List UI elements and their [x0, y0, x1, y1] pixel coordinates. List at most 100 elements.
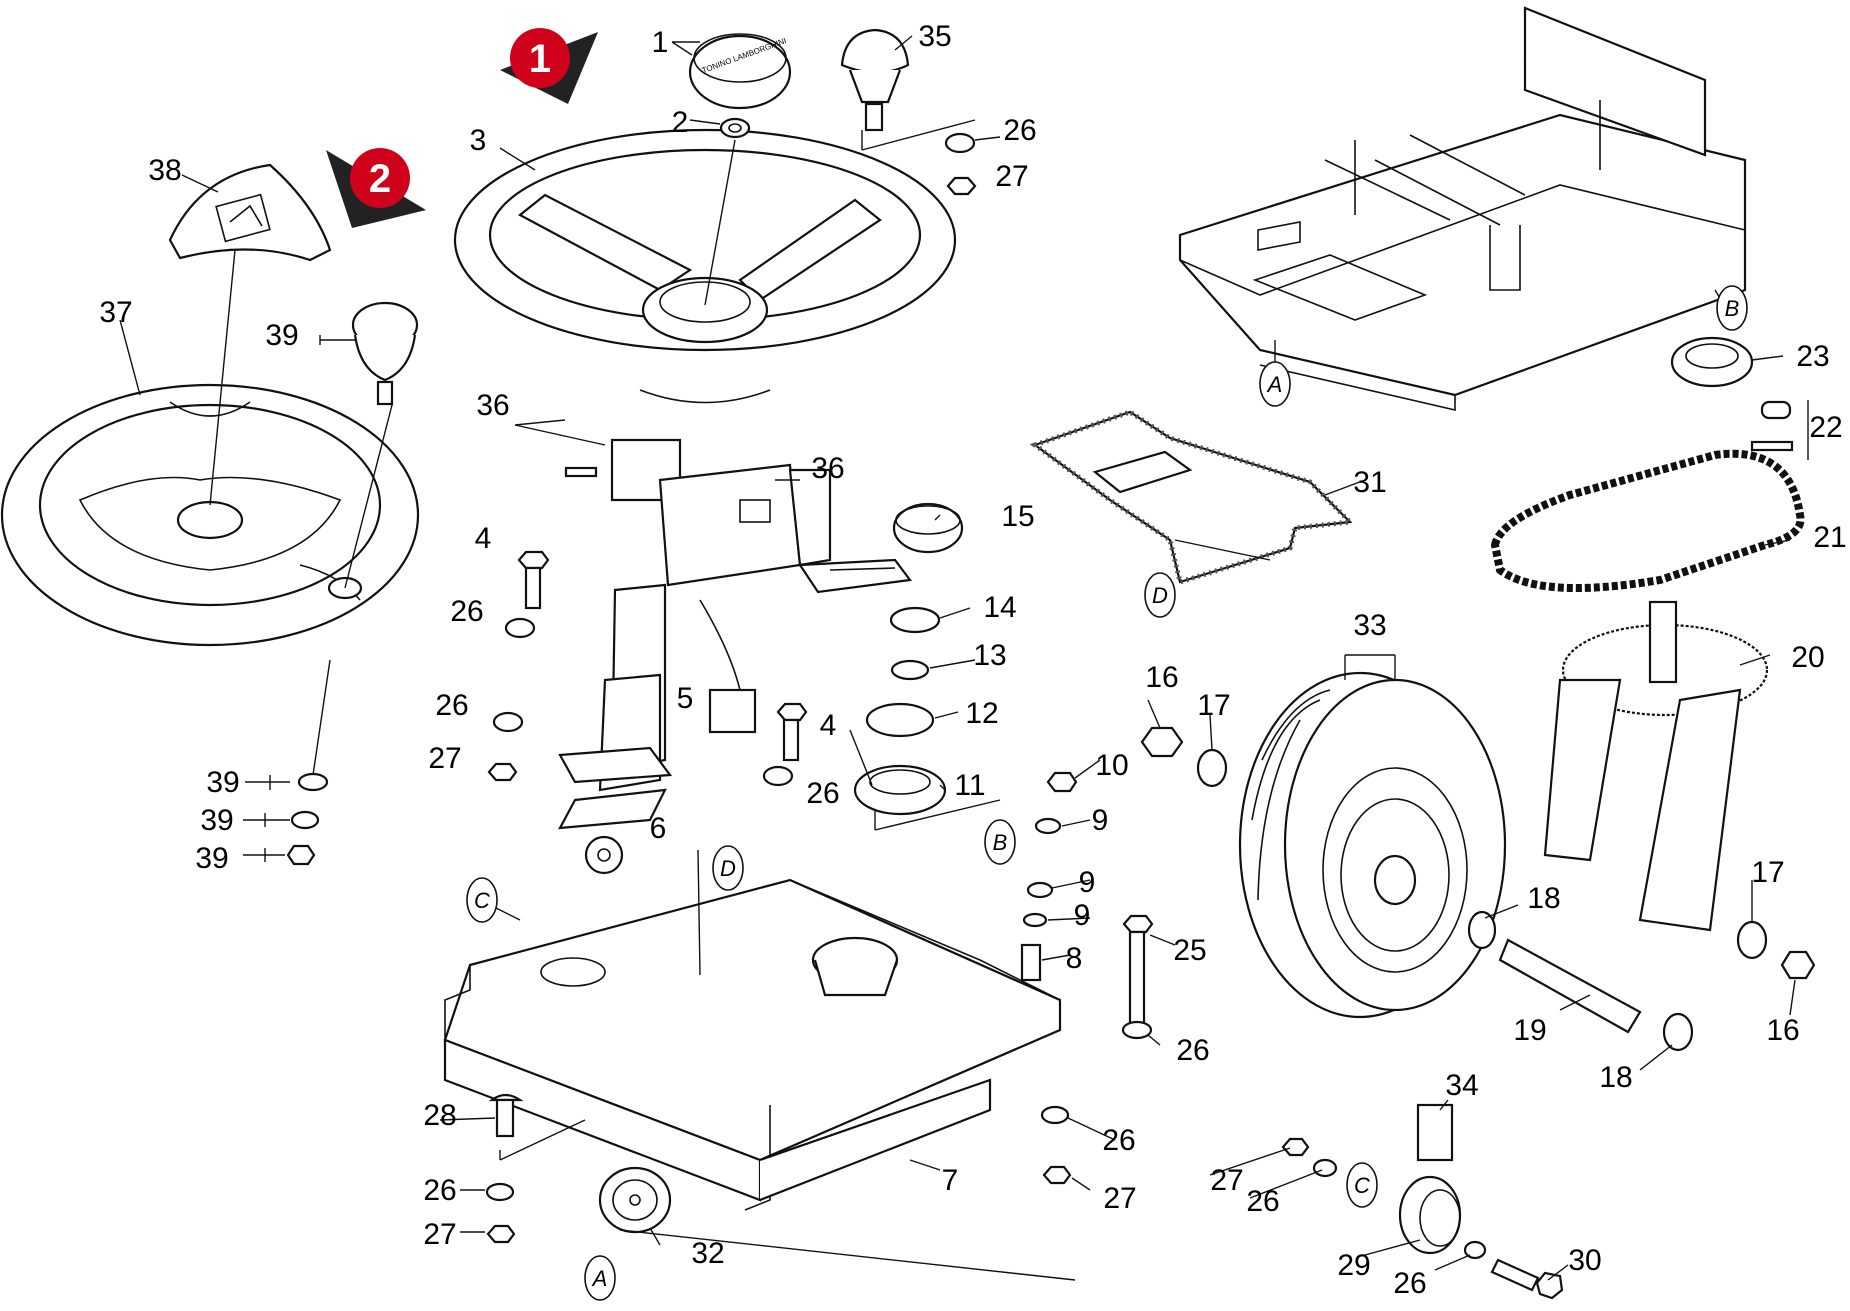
- washer: [1467, 910, 1497, 950]
- floor-mat: [1029, 409, 1356, 586]
- steering-column: [558, 438, 913, 830]
- spacer: [865, 702, 935, 738]
- long-bolt: [1122, 914, 1154, 1026]
- washer: [890, 659, 930, 681]
- nut: [1046, 771, 1078, 793]
- spinner-knob: [840, 28, 910, 132]
- callout-5: 5: [677, 682, 694, 715]
- washer: [504, 617, 536, 639]
- callout-29: 29: [1337, 1249, 1370, 1282]
- bolt: [517, 550, 550, 610]
- callout-36: 36: [811, 452, 844, 485]
- callout-26: 26: [450, 595, 483, 628]
- callout-27: 27: [1103, 1182, 1136, 1215]
- washer: [1196, 748, 1228, 788]
- washer: [944, 132, 976, 154]
- callout-36: 36: [476, 389, 509, 422]
- hex-nut: [946, 176, 977, 196]
- chassis-frame: [1178, 6, 1747, 412]
- callout-26: 26: [1393, 1267, 1426, 1300]
- washer: [1022, 912, 1048, 928]
- callout-16: 16: [1145, 661, 1178, 694]
- hex-nut: [1042, 1165, 1072, 1185]
- hex-nut: [487, 762, 518, 782]
- callout-21: 21: [1813, 521, 1846, 554]
- washer: [1121, 1020, 1153, 1040]
- svg-text:2: 2: [369, 157, 391, 201]
- callout-27: 27: [423, 1218, 456, 1251]
- steering-cover: [168, 163, 332, 262]
- hex-nut: [286, 844, 316, 866]
- callout-18: 18: [1527, 882, 1560, 915]
- callout-4: 4: [475, 522, 492, 555]
- washer: [492, 711, 524, 733]
- pinion-gear: [584, 835, 624, 875]
- callout-2: 2: [672, 106, 689, 139]
- callout-labels: 1 2 3 35 26 27 38 37 39 36 36 4 26 26 27…: [99, 20, 1846, 1300]
- callout-26: 26: [423, 1174, 456, 1207]
- callout-6: 6: [650, 812, 667, 845]
- callout-22: 22: [1809, 411, 1842, 444]
- rear-wheel: [1238, 671, 1507, 1019]
- callout-26: 26: [806, 777, 839, 810]
- nut: [1780, 950, 1816, 980]
- washer: [1312, 1158, 1338, 1178]
- modern-knob: [351, 301, 419, 406]
- reference-markers: A B D B D C C A: [466, 285, 1748, 1301]
- bearing: [853, 764, 947, 816]
- view-marker-1: 1: [500, 28, 598, 104]
- callout-8: 8: [1066, 942, 1083, 975]
- chain-link: [1750, 400, 1794, 452]
- drive-chain: [1490, 449, 1805, 592]
- callout-19: 19: [1513, 1014, 1546, 1047]
- ref-D: D: [1152, 583, 1168, 608]
- callout-37: 37: [99, 296, 132, 329]
- callout-28: 28: [423, 1099, 456, 1132]
- callout-9: 9: [1092, 804, 1109, 837]
- ref-C: C: [474, 888, 490, 913]
- axle: [1498, 938, 1642, 1034]
- steering-wheel-modern: [0, 383, 420, 647]
- washer: [1034, 817, 1062, 835]
- callout-10: 10: [1095, 749, 1128, 782]
- washer: [1040, 1105, 1070, 1125]
- callout-7: 7: [942, 1164, 959, 1197]
- callout-26: 26: [1176, 1034, 1209, 1067]
- callout-1: 1: [652, 26, 669, 59]
- washer: [762, 765, 794, 787]
- hub-cap: TONINO LAMBORGHINI: [688, 33, 792, 110]
- callout-31: 31: [1353, 466, 1386, 499]
- stud: [1020, 943, 1042, 982]
- hub-nut: [719, 117, 751, 139]
- callout-20: 20: [1791, 641, 1824, 674]
- ref-D: D: [720, 856, 736, 881]
- callout-15: 15: [1001, 500, 1034, 533]
- callout-30: 30: [1568, 1244, 1601, 1277]
- callout-13: 13: [973, 639, 1006, 672]
- callout-18: 18: [1599, 1061, 1632, 1094]
- bolt: [776, 702, 808, 762]
- sprocket-fork: [1543, 600, 1769, 932]
- callout-39: 39: [200, 804, 233, 837]
- callout-9: 9: [1079, 866, 1096, 899]
- washer: [1463, 1240, 1487, 1260]
- callout-39: 39: [195, 842, 228, 875]
- callout-17: 17: [1751, 856, 1784, 889]
- idler-pulley: [1398, 1175, 1462, 1255]
- washer: [297, 772, 329, 792]
- bearing: [1670, 336, 1754, 388]
- callout-26: 26: [1003, 114, 1036, 147]
- svg-text:1: 1: [529, 37, 551, 81]
- callout-26: 26: [1246, 1185, 1279, 1218]
- ref-C: C: [1354, 1173, 1370, 1198]
- callout-25: 25: [1173, 934, 1206, 967]
- pulley: [598, 1166, 672, 1234]
- callout-34: 34: [1445, 1069, 1478, 1102]
- castle-nut: [889, 606, 941, 634]
- callout-4: 4: [820, 709, 837, 742]
- callout-9: 9: [1074, 899, 1091, 932]
- callout-3: 3: [470, 124, 487, 157]
- ref-A: A: [591, 1266, 608, 1291]
- callout-17: 17: [1197, 689, 1230, 722]
